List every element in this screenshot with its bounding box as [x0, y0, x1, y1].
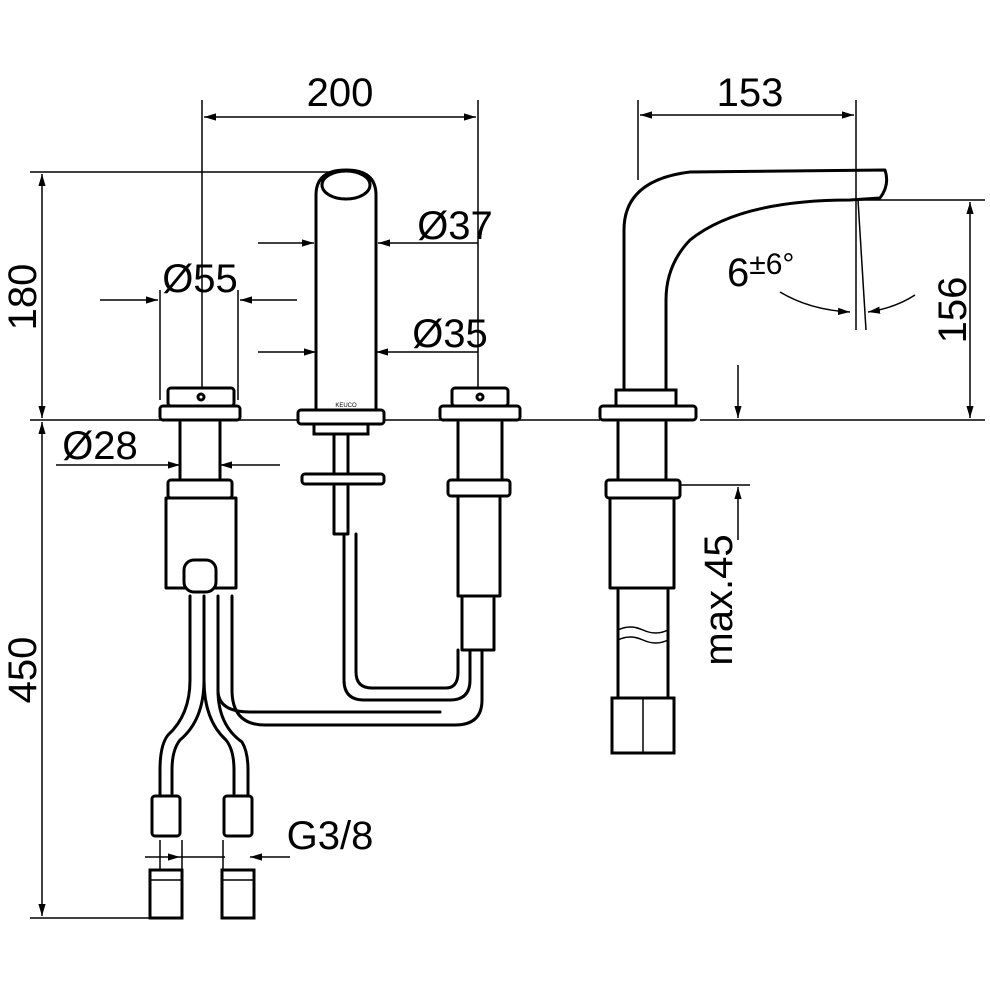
dim-width-200: 200: [307, 71, 374, 115]
dim-thread: G3/8: [287, 814, 374, 858]
right-valve-front: [438, 386, 522, 652]
side-view: [598, 168, 889, 755]
angle-value: 6: [727, 251, 749, 295]
dim-dia-37: Ø37: [417, 204, 493, 248]
dim-side-153: 153: [717, 71, 784, 115]
logo-mark: KEUCO: [335, 403, 357, 409]
connectors: [148, 794, 256, 920]
dim-dia-35: Ø35: [412, 312, 488, 356]
dim-dia-55: Ø55: [162, 257, 238, 301]
front-view-dimension-arrows: [38, 113, 478, 916]
dim-side-156: 156: [931, 277, 975, 344]
side-view-dimension-lines: [637, 100, 985, 540]
dim-height-450: 450: [1, 637, 45, 704]
hoses: [158, 532, 484, 802]
dim-dia-28: Ø28: [62, 424, 138, 468]
dim-max-45: max.45: [697, 534, 741, 665]
dim-height-180: 180: [1, 264, 45, 331]
spout-front: KEUCO: [296, 168, 386, 536]
dim-angle: 6±6°: [727, 248, 794, 295]
angle-tolerance: ±6°: [749, 248, 794, 281]
left-valve-front: [158, 386, 242, 594]
